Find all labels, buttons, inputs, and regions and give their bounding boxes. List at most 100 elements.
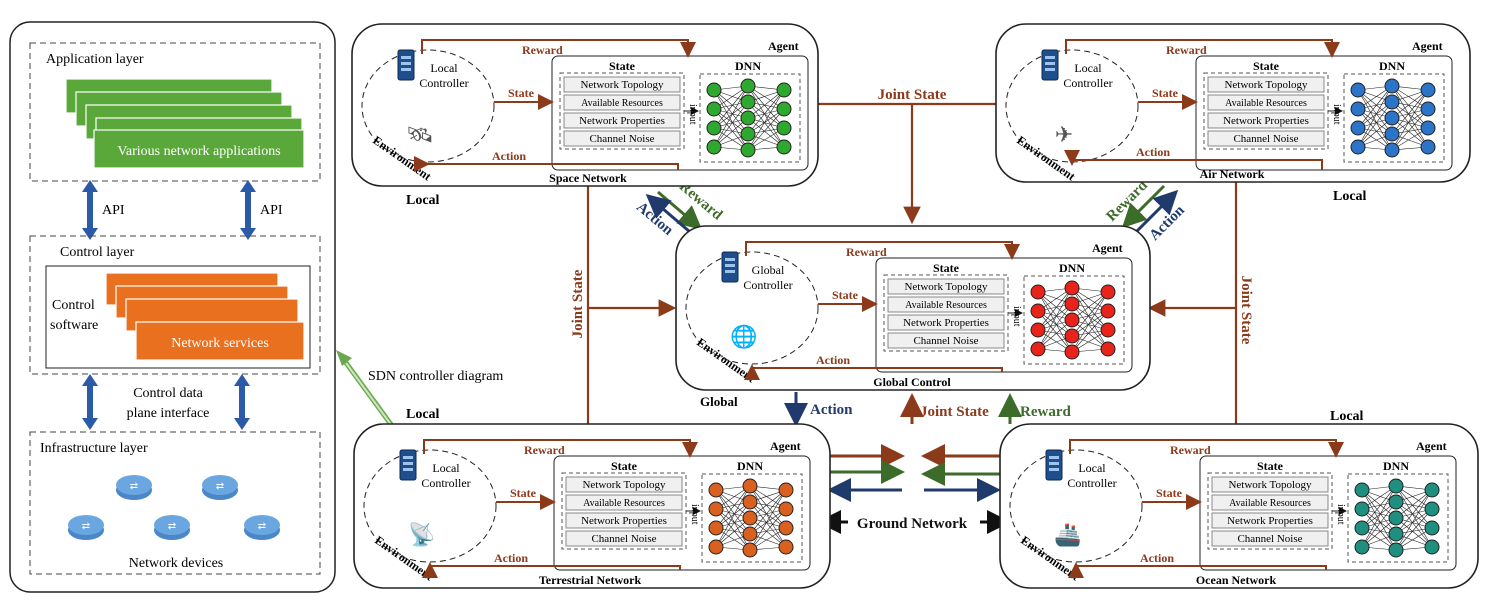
- dnn-node: [1420, 139, 1436, 155]
- router-icon: ⇄: [154, 515, 190, 540]
- dnn-node: [742, 510, 758, 526]
- dnn-node: [1064, 328, 1080, 344]
- dnn-node: [1064, 280, 1080, 296]
- network-services-label: Network services: [171, 336, 269, 351]
- state-arrow-label: State: [510, 486, 537, 500]
- state-item: [563, 130, 681, 147]
- global-action-label: Action: [810, 402, 853, 418]
- state-item-label: Available Resources: [905, 300, 987, 311]
- controller-label-1: Global: [752, 263, 785, 277]
- dnn-node: [708, 539, 724, 555]
- dnn-node: [1388, 526, 1404, 542]
- state-item-label: Network Properties: [1227, 515, 1313, 527]
- state-item: [563, 94, 681, 111]
- api-arrow-left: [82, 180, 98, 240]
- dnn-node: [1384, 94, 1400, 110]
- action-label: Action: [1140, 551, 1174, 565]
- dnn-node: [1420, 120, 1436, 136]
- dnn-node: [778, 482, 794, 498]
- action-arrow: [426, 156, 679, 172]
- joint-state-right-label: Joint State: [1238, 276, 1254, 345]
- dnn-label: DNN: [1059, 261, 1085, 275]
- state-item-label: Network Topology: [580, 79, 664, 91]
- ground-network-label: Ground Network: [857, 516, 968, 532]
- dnn-node: [1030, 341, 1046, 357]
- state-item-label: Channel Noise: [1233, 133, 1298, 145]
- controller-label-1: Local: [1078, 461, 1106, 475]
- dnn-box: [699, 73, 801, 163]
- router-icon: ⇄: [68, 515, 104, 540]
- state-item-label: Channel Noise: [913, 335, 978, 347]
- global-environment-icon: 🌐: [730, 324, 757, 349]
- network-panels: EnvironmentLocalController🛰AgentStateNet…: [351, 23, 1479, 589]
- reward-label: Reward: [846, 245, 887, 259]
- state-item: [887, 332, 1005, 349]
- dnn-node: [742, 494, 758, 510]
- state-title: State: [609, 59, 636, 73]
- dnn-node: [1424, 482, 1440, 498]
- cdpi-arrow-left: [82, 374, 98, 430]
- state-item: [1207, 112, 1325, 129]
- api-right-label: API: [260, 203, 283, 218]
- global-joint-state-label: Joint State: [920, 404, 989, 420]
- dnn-node: [740, 142, 756, 158]
- dnn-node: [1100, 284, 1116, 300]
- state-arrow-label: State: [1156, 486, 1183, 500]
- state-item: [565, 476, 683, 493]
- dnn-node: [1354, 501, 1370, 517]
- server-icon: [397, 49, 415, 81]
- dnn-node: [740, 78, 756, 94]
- dnn-node: [776, 101, 792, 117]
- state-item-label: Channel Noise: [1237, 533, 1302, 545]
- state-item: [1211, 476, 1329, 493]
- dnn-node: [1030, 284, 1046, 300]
- controller-label-1: Local: [1074, 61, 1102, 75]
- state-item-label: Network Topology: [1224, 79, 1308, 91]
- dnn-box: [1343, 73, 1445, 163]
- state-title: State: [1253, 59, 1280, 73]
- air-reward-label: Reward: [1104, 177, 1152, 225]
- state-item-label: Channel Noise: [591, 533, 656, 545]
- dnn-node: [706, 120, 722, 136]
- dnn-node: [1100, 322, 1116, 338]
- network-devices-label: Network devices: [129, 556, 223, 571]
- dnn-node: [776, 139, 792, 155]
- dnn-node: [1350, 139, 1366, 155]
- server-icon: [399, 449, 417, 481]
- global-network-panel: EnvironmentGlobalController🌐AgentStateNe…: [675, 225, 1151, 391]
- dnn-node: [1350, 101, 1366, 117]
- local-label-ocean: Local: [1330, 409, 1364, 424]
- infrastructure-layer-label: Infrastructure layer: [40, 441, 148, 456]
- air-environment-icon: ✈: [1055, 122, 1073, 147]
- state-arrow-label: State: [832, 288, 859, 302]
- state-item-label: Network Topology: [582, 479, 666, 491]
- input-label: input: [687, 104, 698, 125]
- state-item-label: Network Properties: [581, 515, 667, 527]
- network-services-stack: [105, 272, 305, 361]
- dnn-node: [1388, 494, 1404, 510]
- dnn-node: [1420, 101, 1436, 117]
- control-software-label-2: software: [50, 318, 98, 333]
- agent-label: Agent: [768, 39, 799, 53]
- dnn-node: [742, 526, 758, 542]
- application-layer-box: [29, 42, 321, 182]
- dnn-box: [1023, 275, 1125, 365]
- dnn-node: [1350, 120, 1366, 136]
- dnn-node: [1384, 126, 1400, 142]
- input-label: input: [1335, 504, 1346, 525]
- dnn-node: [1384, 78, 1400, 94]
- state-arrow-label: State: [1152, 86, 1179, 100]
- reward-label: Reward: [1170, 443, 1211, 457]
- state-item: [565, 530, 683, 547]
- router-icon: ⇄: [116, 475, 152, 500]
- input-label: input: [1331, 104, 1342, 125]
- state-item: [563, 112, 681, 129]
- control-software-label-1: Control: [52, 298, 95, 313]
- space-network-panel: EnvironmentLocalController🛰AgentStateNet…: [351, 23, 819, 187]
- controller-label-1: Local: [430, 61, 458, 75]
- reward-label: Reward: [522, 43, 563, 57]
- cdpi-arrow-right: [234, 374, 250, 430]
- state-item-label: Network Topology: [904, 281, 988, 293]
- action-arrow: [744, 364, 1003, 380]
